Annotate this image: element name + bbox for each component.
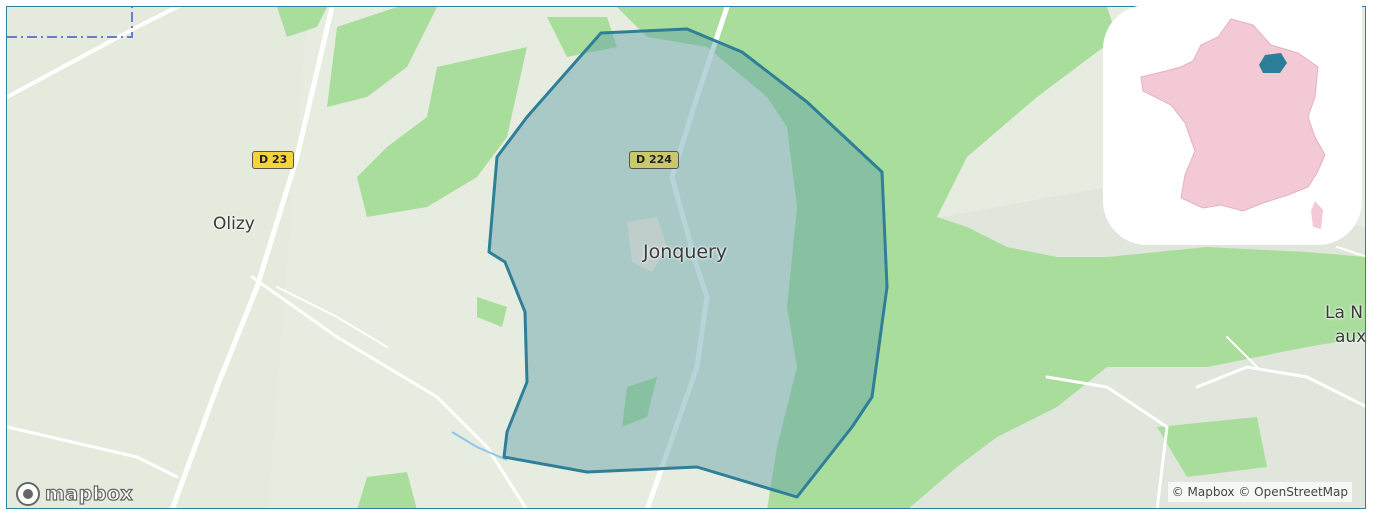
map-attribution[interactable]: © Mapbox © OpenStreetMap (1167, 482, 1352, 502)
stream (451, 431, 508, 461)
place-label-olizy: Olizy (213, 214, 255, 234)
france-locator-svg (1140, 18, 1326, 229)
place-label-aux: aux (1335, 327, 1366, 347)
locator-inset-map (1103, 5, 1362, 245)
corsica-outline (1311, 201, 1323, 229)
road-network (7, 7, 1365, 508)
village-core (627, 217, 667, 272)
road-shield-d224: D 224 (629, 151, 679, 169)
mapbox-logo-icon (16, 482, 40, 506)
map-base (7, 7, 1365, 508)
land-area (7, 7, 307, 508)
highlighted-region (1259, 53, 1287, 73)
mapbox-logo[interactable]: mapbox (15, 481, 133, 507)
place-label-jonquery: Jonquery (643, 241, 728, 263)
place-label-la-n: La N (1325, 303, 1364, 323)
road-shield-d23: D 23 (252, 151, 295, 169)
commune-highlight-polygon[interactable] (487, 27, 889, 499)
forest-areas (277, 7, 1365, 508)
mapbox-logo-text: mapbox (44, 482, 134, 505)
france-outline (1140, 18, 1326, 212)
boundary-line (7, 7, 133, 38)
